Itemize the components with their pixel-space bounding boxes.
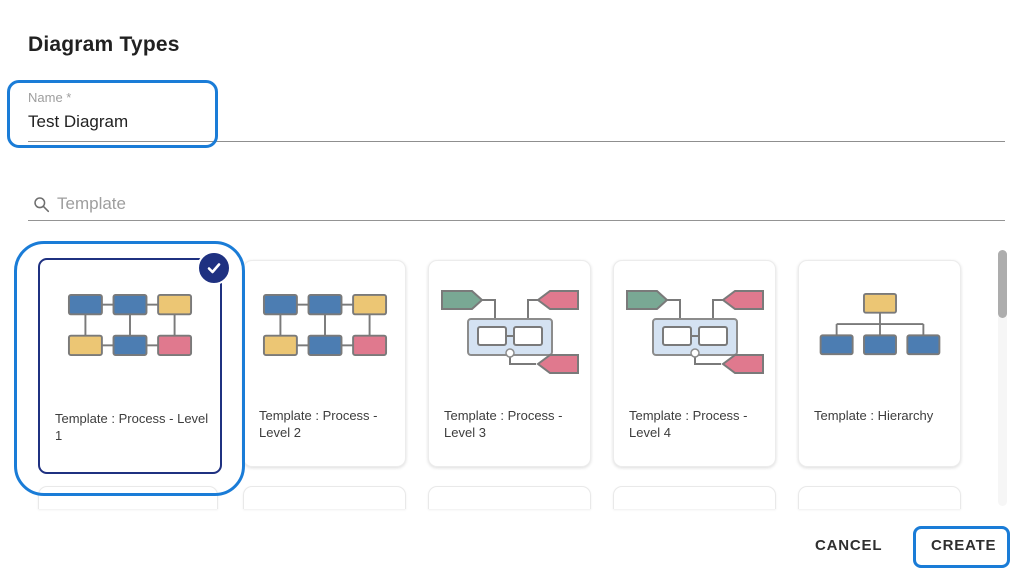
template-card-partial[interactable] xyxy=(613,486,776,509)
check-icon xyxy=(197,251,231,285)
template-card-process-level-4[interactable]: Template : Process - Level 4 xyxy=(613,260,776,467)
card-label: Template : Process - Level 4 xyxy=(629,408,748,440)
template-card-partial[interactable] xyxy=(38,486,218,509)
name-field[interactable] xyxy=(28,110,428,134)
nested-process-thumbnail-icon xyxy=(429,285,590,375)
template-card-process-level-3[interactable]: Template : Process - Level 3 xyxy=(428,260,591,467)
process-grid-thumbnail-icon xyxy=(40,293,220,357)
card-label: Template : Hierarchy xyxy=(814,408,934,423)
template-card-partial[interactable] xyxy=(798,486,961,509)
card-label: Template : Process - Level 3 xyxy=(444,408,563,440)
name-field-label: Name * xyxy=(28,90,72,105)
scrollbar-track[interactable] xyxy=(998,250,1007,506)
nested-process-thumbnail-icon xyxy=(614,285,775,375)
name-field-underline xyxy=(28,141,1005,142)
search-input[interactable] xyxy=(57,192,557,216)
template-card-process-level-1[interactable]: Template : Process - Level 1 xyxy=(38,251,231,474)
scrollbar-thumb[interactable] xyxy=(998,250,1007,318)
create-button[interactable]: CREATE xyxy=(921,531,1006,560)
hierarchy-thumbnail-icon xyxy=(799,292,960,358)
template-card-partial[interactable] xyxy=(428,486,591,509)
process-grid-thumbnail-icon xyxy=(244,293,405,357)
card-label: Template : Process - Level 2 xyxy=(259,408,378,440)
page-title: Diagram Types xyxy=(28,33,180,56)
search-underline xyxy=(28,220,1005,221)
template-card-partial[interactable] xyxy=(243,486,406,509)
template-card-hierarchy[interactable]: Template : Hierarchy xyxy=(798,260,961,467)
card-label: Template : Process - Level 1 xyxy=(55,411,209,443)
cancel-button[interactable]: CANCEL xyxy=(805,531,892,560)
template-card-process-level-2[interactable]: Template : Process - Level 2 xyxy=(243,260,406,467)
search-icon xyxy=(34,197,50,213)
